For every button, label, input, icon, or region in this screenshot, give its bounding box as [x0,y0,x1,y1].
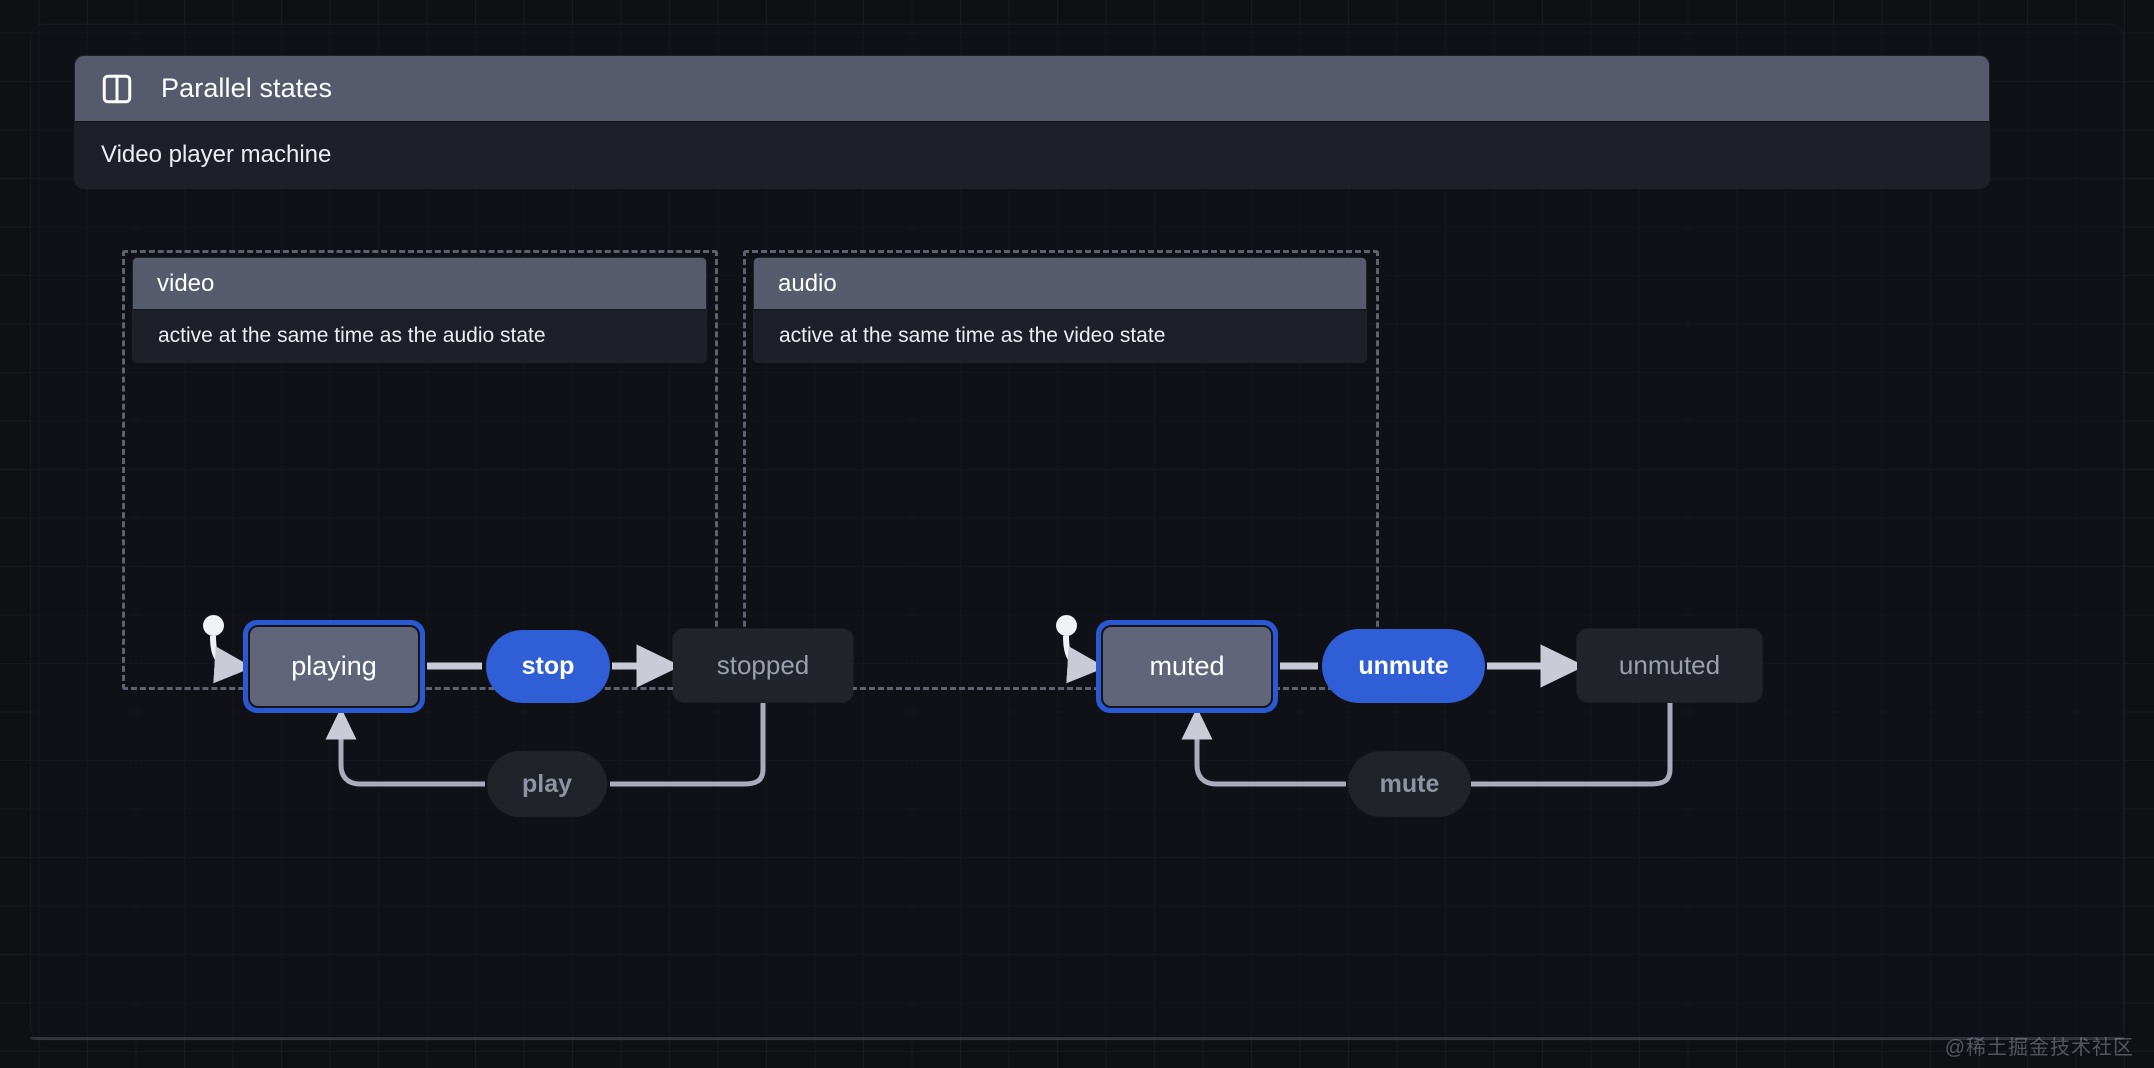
region-titlebar-audio[interactable]: audio [754,258,1366,310]
initial-state-dot-audio [1056,615,1077,636]
event-button-stop[interactable]: stop [486,630,610,703]
region-description-video: active at the same time as the audio sta… [158,324,546,347]
event-button-mute[interactable]: mute [1348,751,1471,817]
region-description-row-video: active at the same time as the audio sta… [133,310,706,362]
watermark: @稀土掘金技术社区 [1944,1037,2134,1059]
state-node-stopped[interactable]: stopped [673,629,853,702]
machine-titlebar[interactable]: Parallel states [75,56,1989,122]
parallel-states-icon [99,71,135,107]
region-title-video: video [157,269,215,297]
machine-header-card[interactable]: Parallel states Video player machine [75,56,1989,188]
state-node-playing[interactable]: playing [243,620,425,713]
edge-unmuted-to-mute [1471,703,1673,787]
edge-mute-to-muted [1181,707,1346,787]
edge-stopped-to-play [610,703,766,787]
region-title-audio: audio [778,269,837,297]
initial-state-dot-video [203,615,224,636]
parallel-region-video: video active at the same time as the aud… [122,250,718,690]
region-header-card-video[interactable]: video active at the same time as the aud… [133,258,706,362]
parallel-region-audio: audio active at the same time as the vid… [743,250,1379,690]
region-description-audio: active at the same time as the video sta… [779,324,1166,347]
state-node-muted[interactable]: muted [1096,620,1278,713]
machine-description-row: Video player machine [75,122,1989,188]
state-node-muted-label: muted [1101,625,1273,708]
machine-canvas-container: Parallel states Video player machine vid… [30,24,2124,1040]
edge-play-to-playing [325,707,485,787]
region-description-row-audio: active at the same time as the video sta… [754,310,1366,362]
event-button-unmute[interactable]: unmute [1322,629,1485,703]
event-button-play[interactable]: play [487,751,607,817]
state-node-unmuted[interactable]: unmuted [1577,629,1762,702]
region-header-card-audio[interactable]: audio active at the same time as the vid… [754,258,1366,362]
state-node-playing-label: playing [248,625,420,708]
page-title: Parallel states [161,73,333,103]
region-titlebar-video[interactable]: video [133,258,706,310]
machine-description: Video player machine [101,141,332,168]
